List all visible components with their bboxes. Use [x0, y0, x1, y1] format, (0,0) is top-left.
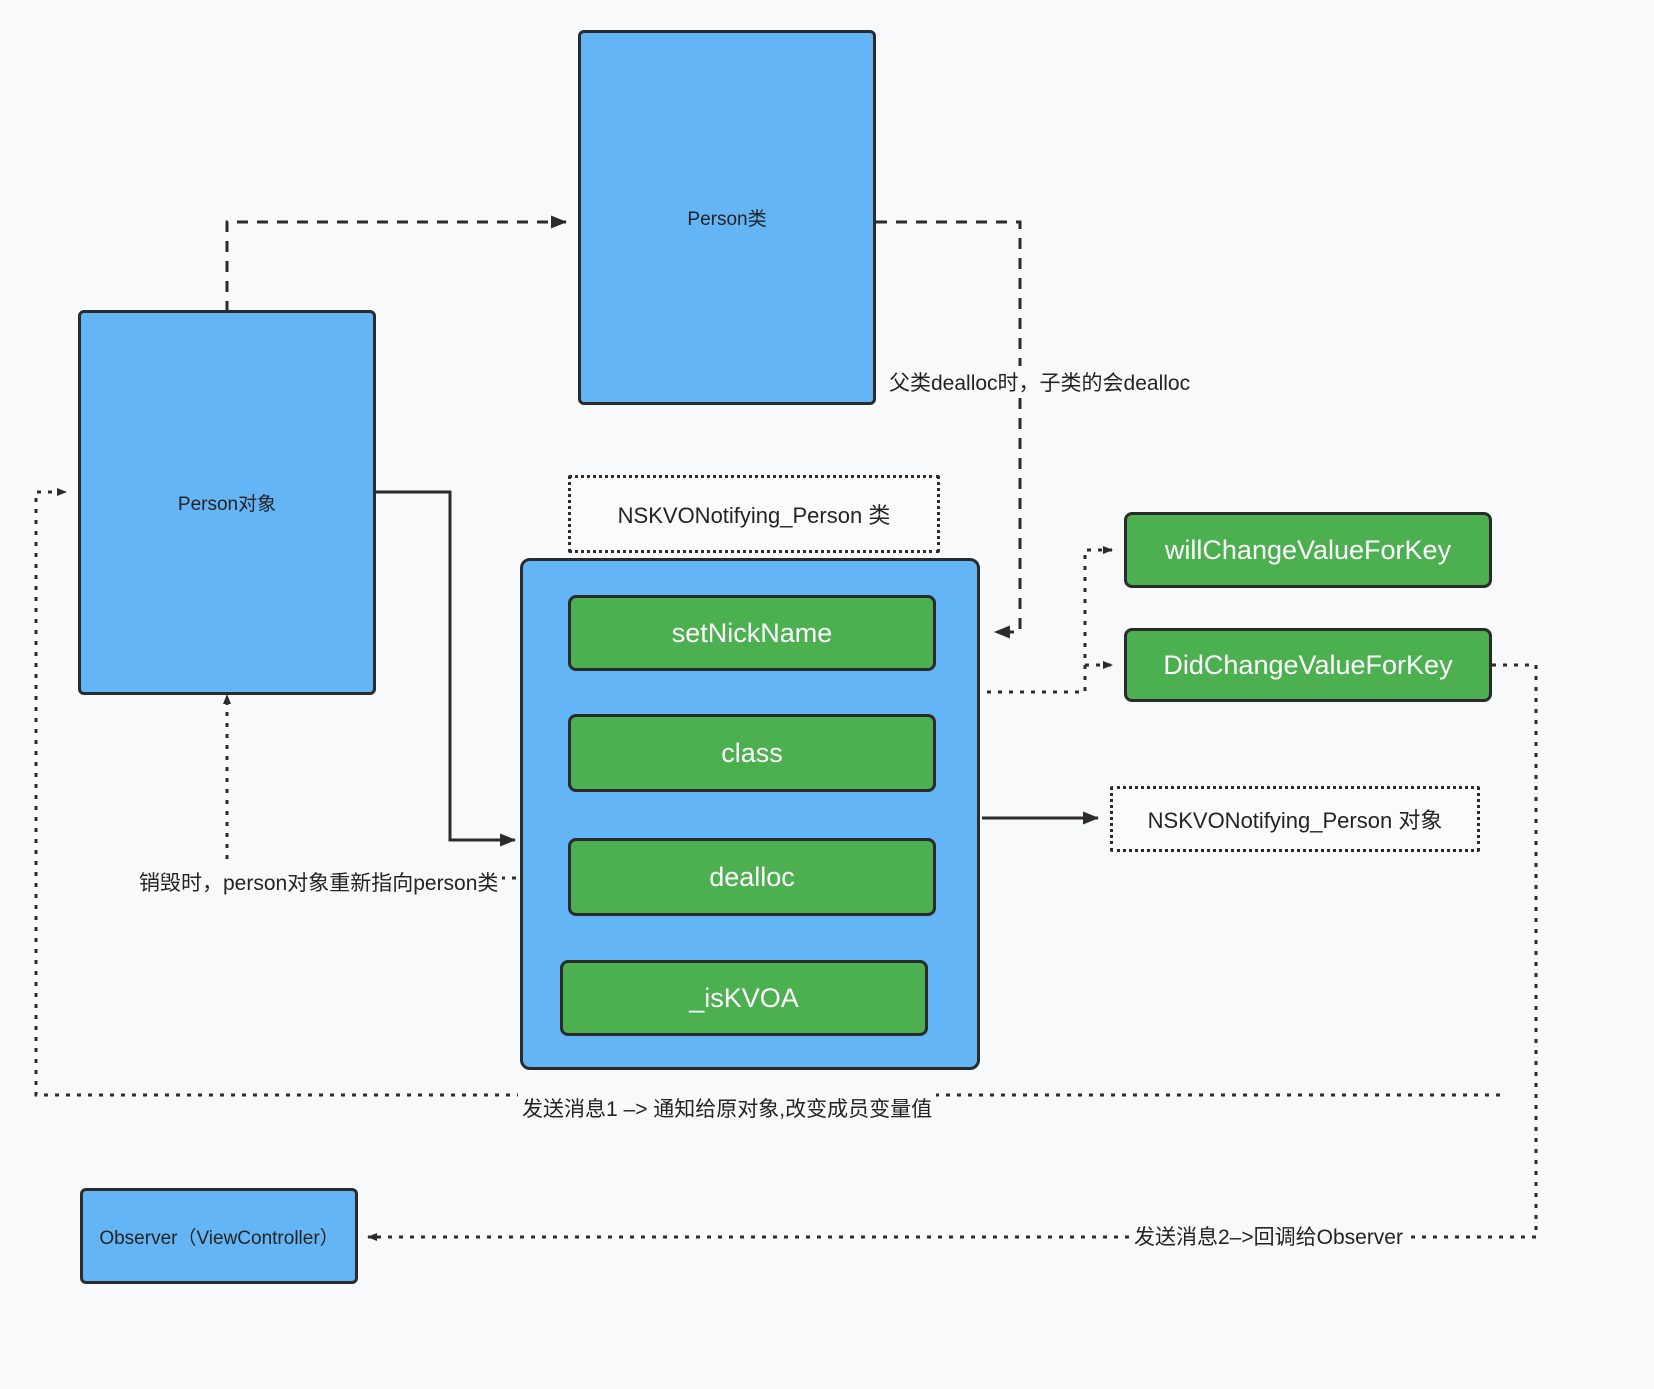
node-person-object-label: Person对象 [177, 494, 277, 515]
node-willchangevalueforkey[interactable]: willChangeValueForKey [1124, 512, 1492, 588]
note-kvo-notifying-person-object: NSKVONotifying_Person 对象 [1110, 786, 1480, 852]
node-method-setnickname-label: setNickName [671, 617, 833, 648]
node-person-class-label: Person类 [687, 209, 767, 230]
edge-label-destroy-repoint: 销毁时，person对象重新指向person类 [135, 866, 503, 898]
edge-person-object-to-kvo-container [376, 490, 516, 847]
node-method-setnickname[interactable]: setNickName [568, 595, 936, 671]
node-didchangevalueforkey[interactable]: DidChangeValueForKey [1124, 628, 1492, 702]
edge-dealloc-to-person-object [223, 694, 560, 880]
node-method-iskvoa-label: _isKVOA [689, 982, 799, 1013]
edge-person-object-to-person-class [225, 215, 567, 312]
node-method-class-label: class [721, 737, 783, 768]
node-observer-viewcontroller[interactable]: Observer（ViewController） [80, 1188, 358, 1284]
note-kvo-notifying-person-class-label: NSKVONotifying_Person 类 [617, 503, 891, 528]
note-kvo-notifying-person-object-label: NSKVONotifying_Person 对象 [1147, 808, 1443, 833]
node-method-dealloc-label: dealloc [709, 861, 795, 892]
edge-label-message-2: 发送消息2–>回调给Observer [1130, 1220, 1407, 1252]
node-observer-viewcontroller-label: Observer（ViewController） [99, 1227, 339, 1249]
node-person-object[interactable]: Person对象 [78, 310, 376, 695]
node-didchangevalueforkey-label: DidChangeValueForKey [1163, 649, 1453, 680]
node-method-iskvoa[interactable]: _isKVOA [560, 960, 928, 1036]
note-kvo-notifying-person-class: NSKVONotifying_Person 类 [568, 475, 940, 553]
node-willchangevalueforkey-label: willChangeValueForKey [1164, 534, 1452, 565]
node-person-class[interactable]: Person类 [578, 30, 876, 405]
edge-label-parent-dealloc: 父类dealloc时，子类的会dealloc [885, 366, 1195, 398]
node-method-class[interactable]: class [568, 714, 936, 792]
edge-label-message-1: 发送消息1 –> 通知给原对象,改变成员变量值 [518, 1092, 937, 1124]
node-method-dealloc[interactable]: dealloc [568, 838, 936, 916]
